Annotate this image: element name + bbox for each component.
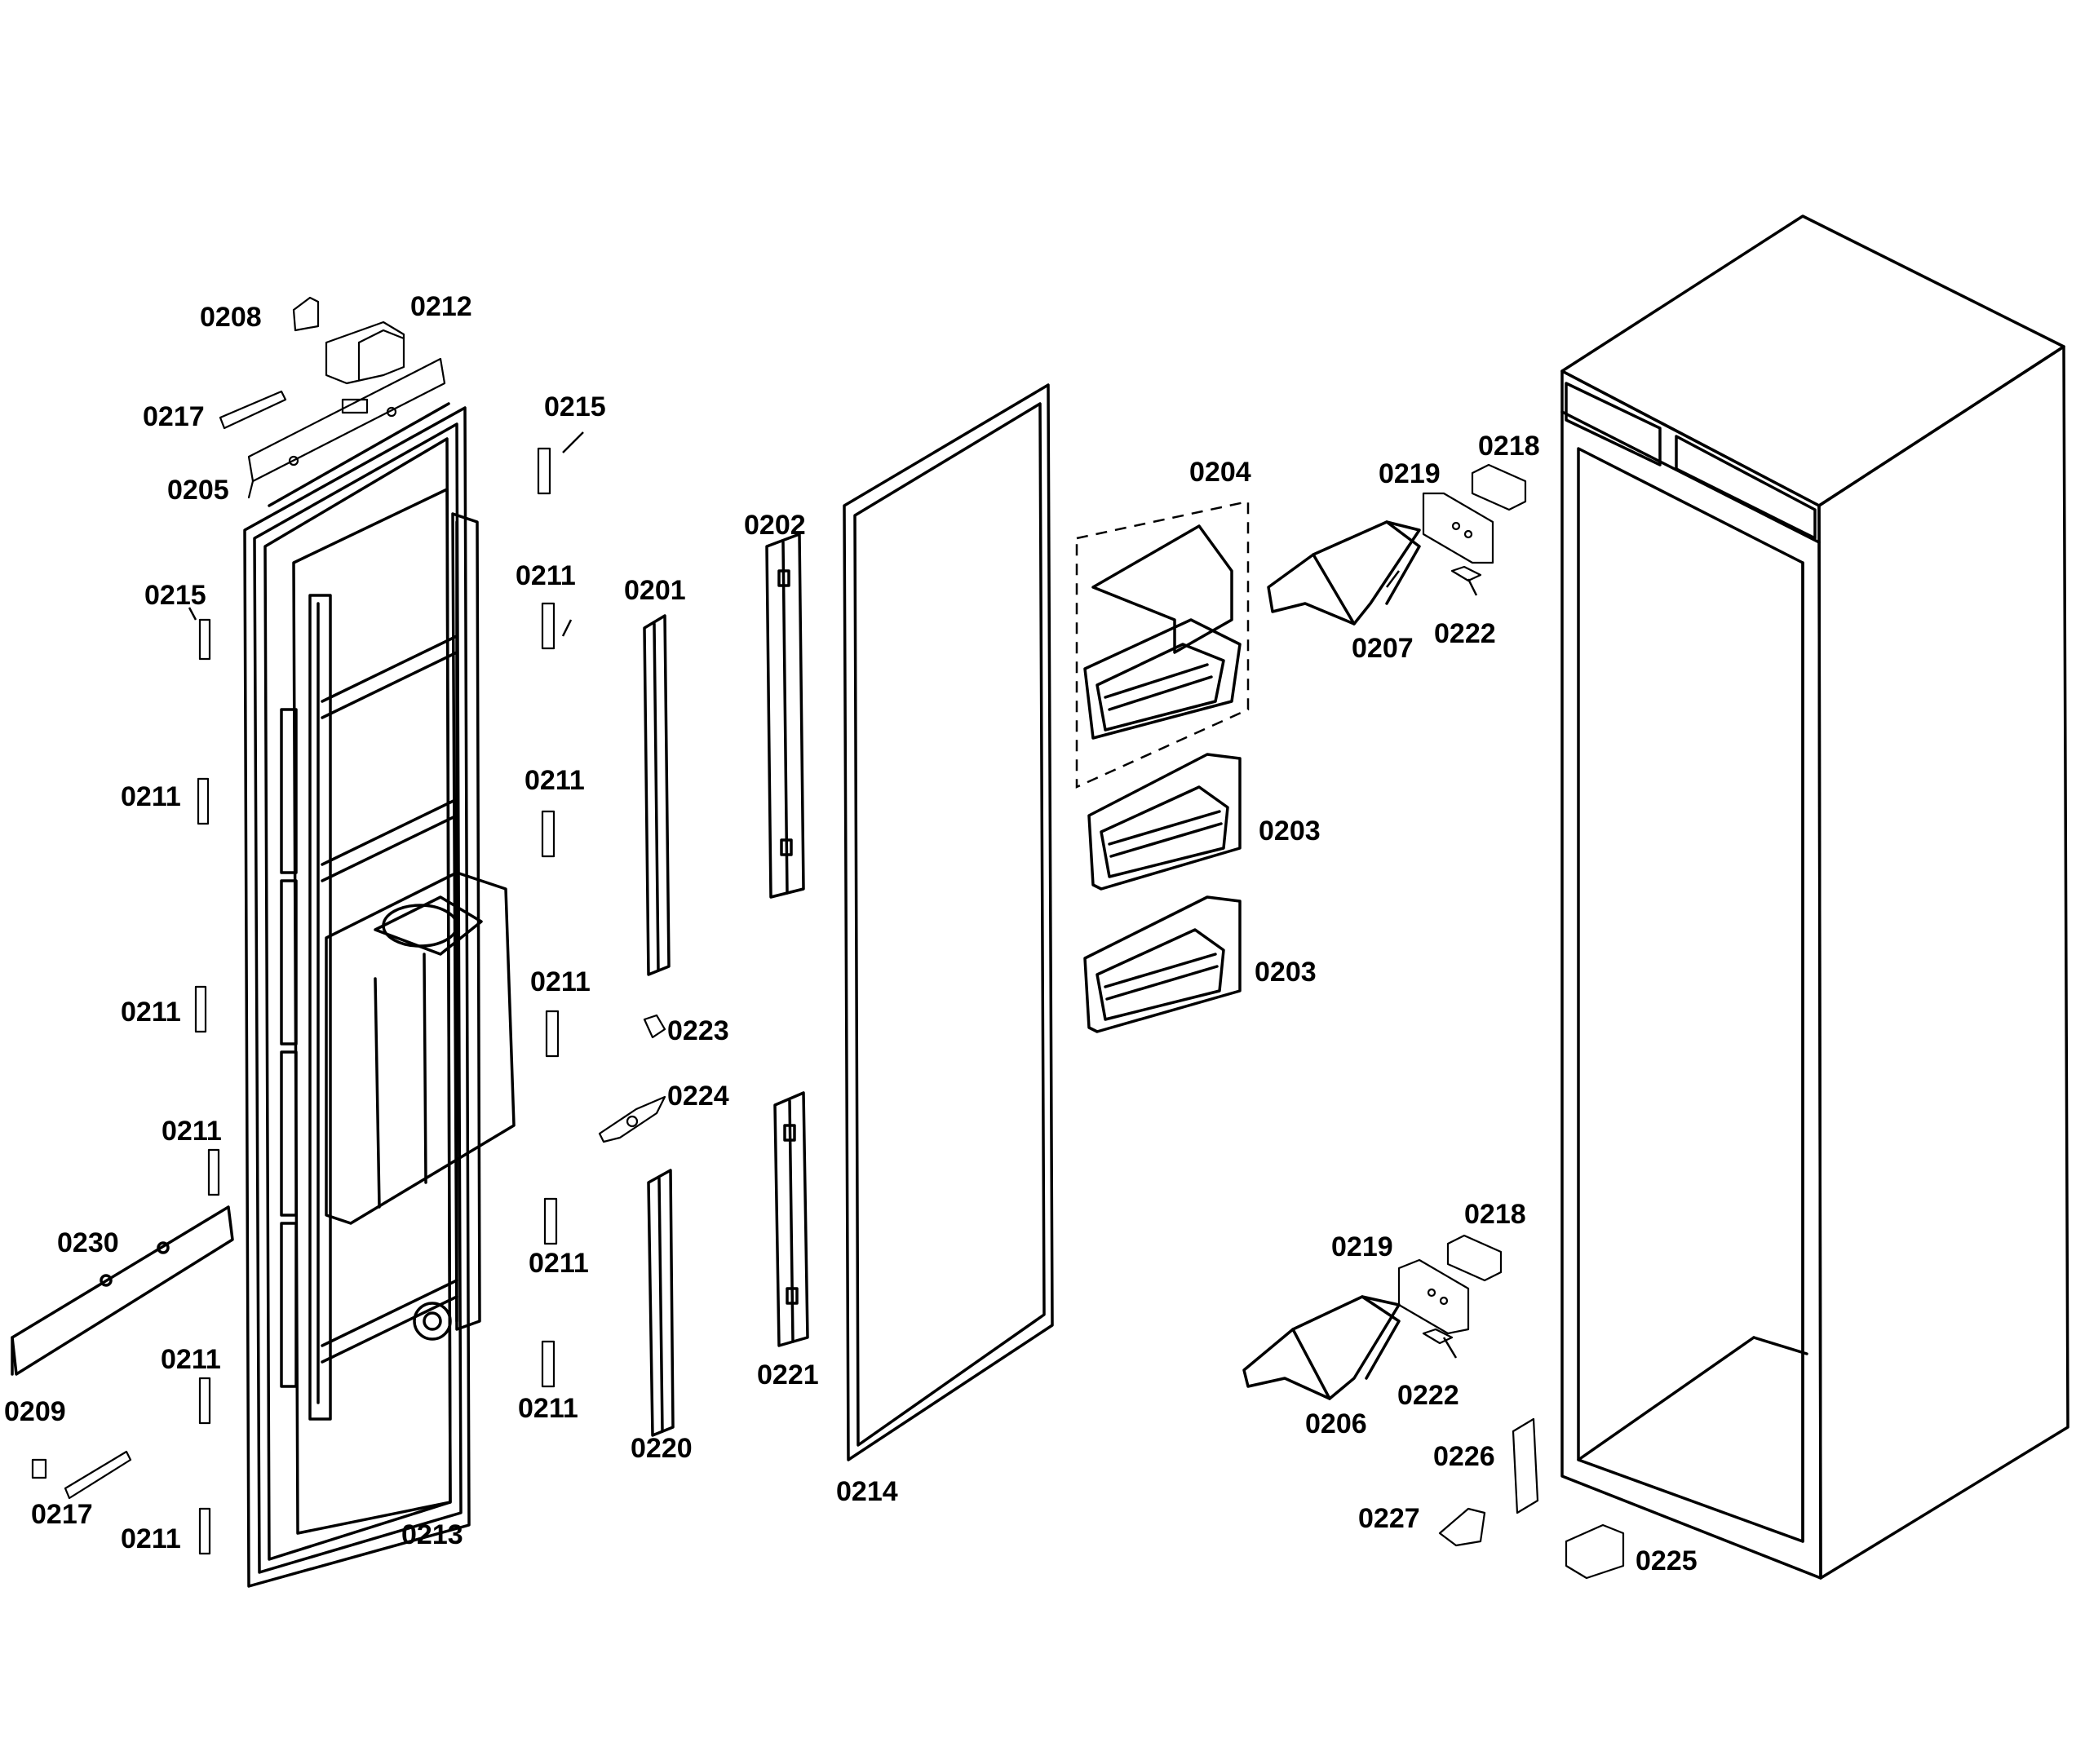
door-gasket-0214 xyxy=(843,383,1054,1461)
label-0217-top: 0217 xyxy=(143,401,205,432)
plate-0219-bottom xyxy=(1397,1258,1470,1335)
label-0203-upper: 0203 xyxy=(1259,816,1321,847)
clip-0209 xyxy=(31,1458,47,1479)
rail-0221 xyxy=(773,1091,809,1347)
label-0211-l5: 0211 xyxy=(121,1523,181,1554)
shim-0222-bottom xyxy=(1422,1328,1454,1345)
bin-assembly-0204 xyxy=(1075,500,1250,789)
label-0219-bottom: 0219 xyxy=(1331,1231,1393,1262)
label-0230: 0230 xyxy=(57,1227,119,1258)
shim-0222-top xyxy=(1450,565,1482,582)
label-0222-bottom: 0222 xyxy=(1397,1380,1459,1411)
cabinet xyxy=(1560,214,2069,1580)
label-0203-lower: 0203 xyxy=(1255,957,1317,988)
hinge-0206 xyxy=(1242,1295,1401,1400)
label-0201: 0201 xyxy=(624,575,686,606)
label-0211-l4: 0211 xyxy=(161,1344,221,1375)
label-0211-r2: 0211 xyxy=(525,765,585,796)
leader-lines xyxy=(188,431,1478,1359)
label-0211-r4: 0211 xyxy=(529,1248,589,1279)
rail-0202 xyxy=(765,533,805,899)
bracket-0218-bottom xyxy=(1446,1234,1503,1282)
label-0218-bottom: 0218 xyxy=(1464,1199,1526,1230)
label-0215-left: 0215 xyxy=(144,580,206,611)
label-0208: 0208 xyxy=(200,302,262,333)
label-0223: 0223 xyxy=(667,1015,729,1046)
rail-0217-bottom xyxy=(64,1450,132,1500)
part-0224 xyxy=(598,1095,666,1143)
label-0221: 0221 xyxy=(757,1359,819,1390)
label-0226: 0226 xyxy=(1433,1441,1495,1472)
bracket-0225 xyxy=(1565,1523,1625,1580)
label-0218-top: 0218 xyxy=(1478,431,1540,462)
label-0215-right: 0215 xyxy=(544,391,606,422)
label-0211-l2: 0211 xyxy=(121,997,181,1028)
top-bracket-0205 xyxy=(247,357,446,499)
label-0211-l1: 0211 xyxy=(121,781,181,812)
clip-0208 xyxy=(292,296,320,332)
rail-0220 xyxy=(647,1169,675,1437)
label-0205: 0205 xyxy=(167,475,229,506)
bracket-0218-top xyxy=(1471,463,1527,511)
rail-0217-top xyxy=(219,390,287,430)
clips-left-column xyxy=(194,618,220,1555)
part-labels: 0208 0212 0217 0205 0215 0215 0211 0211 … xyxy=(4,291,1698,1576)
label-0204: 0204 xyxy=(1189,457,1251,488)
clips-right-column xyxy=(537,447,560,1388)
label-0206: 0206 xyxy=(1305,1408,1367,1439)
label-0224: 0224 xyxy=(667,1081,729,1112)
rail-0201 xyxy=(643,614,671,976)
label-0219-top: 0219 xyxy=(1379,458,1441,489)
part-0227 xyxy=(1438,1507,1486,1547)
label-0211-r1: 0211 xyxy=(516,560,576,591)
plate-0219-top xyxy=(1422,492,1494,564)
label-0222-top: 0222 xyxy=(1434,618,1496,649)
label-0217-bottom: 0217 xyxy=(31,1499,93,1530)
label-0225: 0225 xyxy=(1636,1545,1698,1576)
cover-0212 xyxy=(325,321,405,385)
label-0211-r5: 0211 xyxy=(518,1393,578,1424)
label-0214: 0214 xyxy=(836,1476,898,1507)
label-0227: 0227 xyxy=(1358,1503,1420,1534)
bin-0203-lower xyxy=(1083,895,1242,1033)
bracket-0226 xyxy=(1512,1417,1539,1514)
label-0202: 0202 xyxy=(744,510,806,541)
bin-0203-upper xyxy=(1087,753,1242,891)
hinge-0207 xyxy=(1267,520,1421,626)
label-0209: 0209 xyxy=(4,1396,66,1427)
label-0207: 0207 xyxy=(1352,633,1414,664)
label-0212: 0212 xyxy=(410,291,472,322)
door-liner-0213 xyxy=(243,402,516,1588)
label-0213: 0213 xyxy=(401,1519,463,1550)
panel-0230 xyxy=(11,1205,234,1376)
label-0211-l3: 0211 xyxy=(162,1116,222,1147)
label-0220: 0220 xyxy=(631,1433,693,1464)
part-0223 xyxy=(643,1014,666,1039)
label-0211-r3: 0211 xyxy=(530,966,591,997)
